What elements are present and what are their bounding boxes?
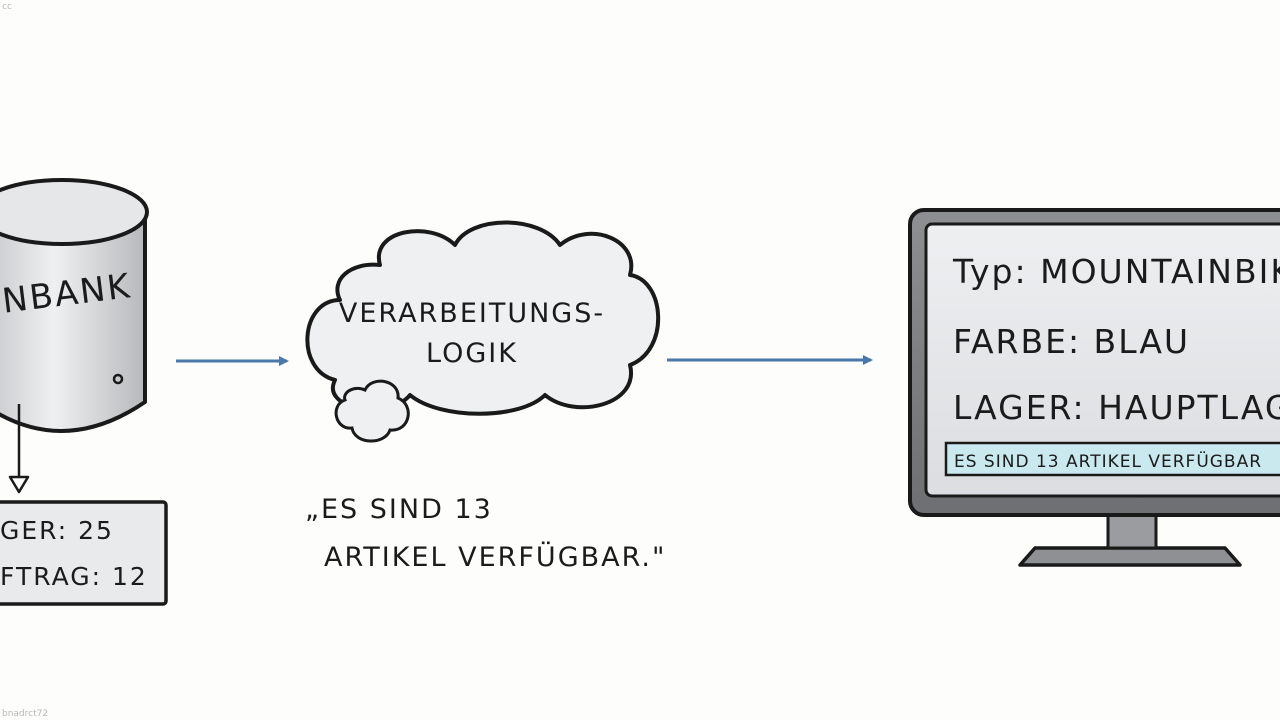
corner-mark-top: cc xyxy=(2,2,12,12)
monitor-row-warehouse: LAGER: HAUPTLAGER xyxy=(953,388,1280,427)
cloud-tail-puff xyxy=(334,379,410,443)
monitor-screen xyxy=(924,222,1280,498)
quote-line2: ARTIKEL VERFÜGBAR." xyxy=(324,542,667,573)
monitor-row-type: Typ: MOUNTAINBIKE xyxy=(953,252,1280,291)
monitor-base xyxy=(1018,546,1242,567)
availability-banner xyxy=(944,441,1280,477)
processing-label-line2: LOGIK xyxy=(426,338,518,369)
processing-label-line1: VERARBEITUNGS- xyxy=(338,298,606,329)
database-indicator-dot xyxy=(112,373,124,385)
corner-mark-bottom: bnadrct72 xyxy=(2,709,49,719)
monitor-row-color: FARBE: BLAU xyxy=(953,322,1191,361)
monitor xyxy=(908,208,1280,567)
database-note-box xyxy=(0,500,168,606)
database-cylinder xyxy=(0,178,149,433)
quote-line1: „ES SIND 13 xyxy=(305,494,493,525)
database-note-stock: GER: 25 xyxy=(0,516,114,545)
availability-banner-text: ES SIND 13 ARTIKEL VERFÜGBAR xyxy=(954,452,1263,472)
database-down-arrow xyxy=(8,404,30,494)
processing-cloud xyxy=(305,220,661,443)
database-note-orders: FTRAG: 12 xyxy=(0,562,148,591)
